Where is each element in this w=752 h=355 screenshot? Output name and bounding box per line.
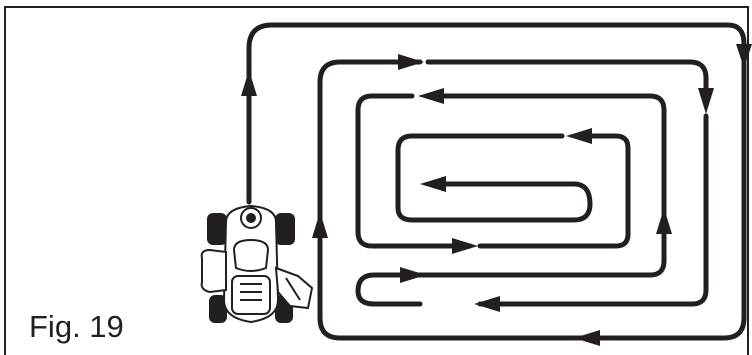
arrow-left-outer-bottom bbox=[574, 330, 600, 346]
path-loop-2-top bbox=[425, 59, 709, 103]
riding-mower-icon bbox=[200, 204, 314, 324]
arrow-left-inner-right bbox=[566, 128, 592, 144]
arrow-down-outer-right bbox=[736, 44, 752, 68]
arrow-right-loop-2-top bbox=[398, 54, 424, 70]
path-outer-right-side bbox=[597, 62, 747, 341]
path-outer-loop bbox=[246, 22, 747, 205]
arrow-left-inner-center bbox=[420, 176, 446, 192]
arrow-right-loop-3-bottom bbox=[452, 238, 478, 254]
arrow-up-loop-2-left bbox=[312, 212, 328, 238]
arrow-right-s-turn bbox=[400, 267, 426, 283]
arrow-left-loop-2-bottom bbox=[474, 296, 500, 312]
path-loop-3-right bbox=[427, 93, 667, 215]
arrow-up-loop-3-right bbox=[656, 208, 672, 234]
path-loop-2-right bbox=[477, 113, 709, 307]
path-inner-top bbox=[395, 133, 593, 223]
arrow-left-loop-3-top bbox=[418, 88, 444, 104]
path-loop-3-bottom-inner bbox=[477, 133, 631, 249]
arrow-down-loop-2-right bbox=[698, 88, 714, 114]
arrow-up-entry bbox=[241, 70, 257, 96]
path-outer-bottom bbox=[317, 207, 587, 341]
figure-label: Fig. 19 bbox=[29, 309, 124, 344]
path-s-turn bbox=[355, 272, 431, 307]
path-loop-2-left bbox=[317, 59, 423, 215]
path-loop-3-bottom bbox=[425, 207, 667, 278]
path-loop-3-top-left bbox=[355, 93, 473, 249]
